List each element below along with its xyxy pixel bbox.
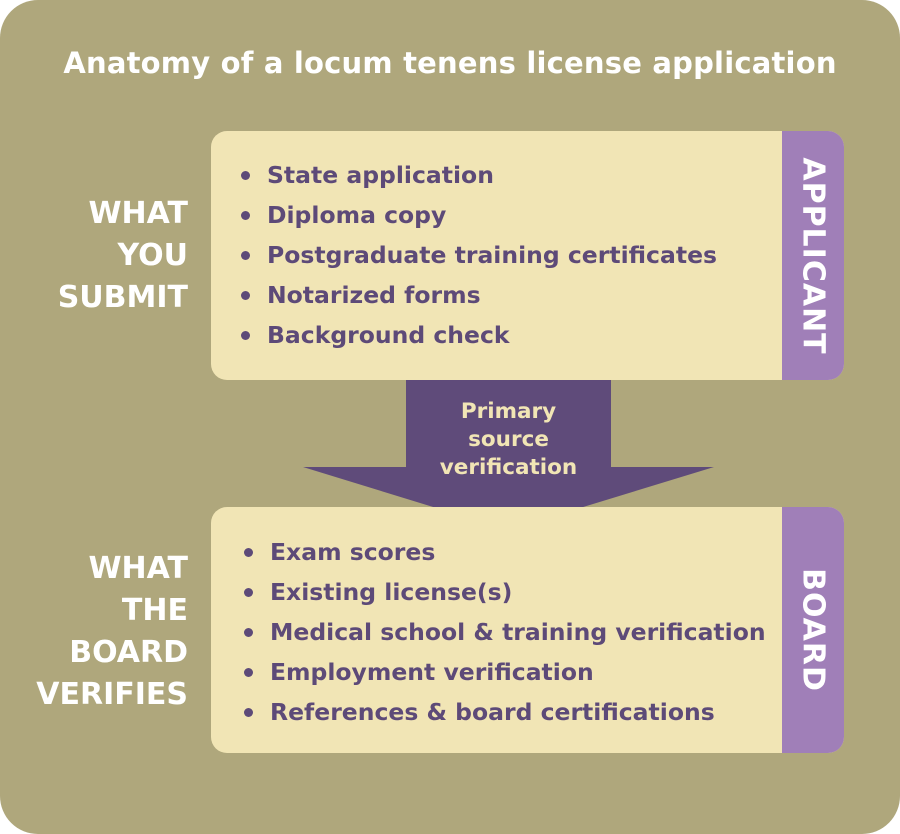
applicant-tab-label: APPLICANT [795,156,831,355]
list-item: Exam scores [244,532,766,572]
board-tab: BOARD [782,507,844,753]
board-box: Exam scores Existing license(s) Medical … [211,507,844,753]
list-item: Background check [241,315,717,355]
applicant-tab: APPLICANT [782,131,844,380]
board-items-list: Exam scores Existing license(s) Medical … [244,532,766,732]
applicant-side-label: WHAT YOU SUBMIT [57,196,188,315]
list-item: Diploma copy [241,195,717,235]
page-title: Anatomy of a locum tenens license applic… [63,46,837,80]
list-item: References & board certifications [244,692,766,732]
list-item: Employment verification [244,652,766,692]
list-item: Notarized forms [241,275,717,315]
list-item: State application [241,155,717,195]
list-item: Medical school & training verification [244,612,766,652]
applicant-box: State application Diploma copy Postgradu… [211,131,844,380]
verification-arrow-label: Primary source verification [439,399,578,480]
board-tab-label: BOARD [795,568,831,692]
board-side-label: WHAT THE BOARD VERIFIES [36,551,188,712]
list-item: Existing license(s) [244,572,766,612]
applicant-items-list: State application Diploma copy Postgradu… [241,155,717,355]
list-item: Postgraduate training certificates [241,235,717,275]
